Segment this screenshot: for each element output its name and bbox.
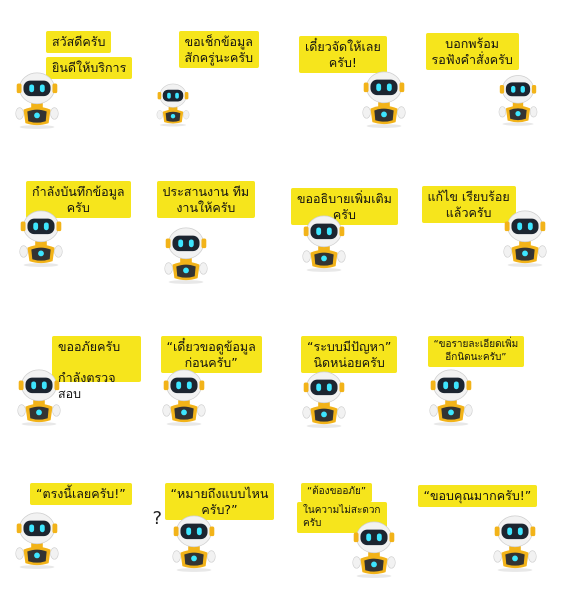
sticker-9[interactable]: ขออภัยครับ กำลังตรวจสอบ <box>0 300 141 450</box>
speech-bubble: แก้ไข เรียบร้อย แล้วครับ <box>421 186 516 224</box>
sticker-6[interactable]: ประสานงาน ทีม งานให้ครับ <box>141 150 282 300</box>
bubble-line: ครับ?” <box>201 501 238 517</box>
robot-mascot-headset <box>157 222 215 284</box>
question-mark-icon: ? <box>152 508 163 529</box>
sticker-10[interactable]: “เดี๋ยวขอดูข้อมูล ก่อนครับ” <box>141 300 282 450</box>
bubble-line: เดี๋ยวจัดให้เลย <box>305 39 381 54</box>
robot-mascot <box>492 70 544 126</box>
speech-bubble: “ระบบมีปัญหา” นิดหน่อยครับ <box>301 336 398 374</box>
speech-bubble: ขอเช็กข้อมูล สักครู่นะครับ <box>178 31 260 69</box>
bubble-line: “ระบบมีปัญหา” <box>307 339 392 354</box>
bubble-line: “เดี๋ยวขอดูข้อมูล <box>166 339 256 354</box>
speech-bubble: “เดี๋ยวขอดูข้อมูล ก่อนครับ” <box>160 336 262 374</box>
robot-mascot <box>355 66 413 128</box>
sticker-7[interactable]: ขออธิบายเพิ่มเติม ครับ <box>281 150 422 300</box>
speech-bubble: “ขอบคุณมากครับ!” <box>417 485 538 507</box>
speech-bubble-top: “ต้องขออภัย” <box>301 483 373 502</box>
robot-mascot-pointing <box>155 364 213 426</box>
speech-bubble: ขออธิบายเพิ่มเติม ครับ <box>291 188 398 226</box>
robot-mascot <box>8 507 66 569</box>
bubble-line: บอกพร้อม <box>445 36 500 51</box>
bubble-line: ก่อนครับ” <box>184 354 238 370</box>
sticker-1[interactable]: สวัสดีครับ ยินดีให้บริการ <box>0 0 141 150</box>
speech-bubble: “หมายถึงแบบไหน ครับ?” <box>164 483 275 521</box>
sticker-16[interactable]: “ขอบคุณมากครับ!” <box>417 450 562 600</box>
bubble-line: ขออภัยครับ <box>58 339 121 354</box>
bubble-line: กำลังตรวจสอบ <box>58 370 116 401</box>
robot-mascot-thinking <box>165 510 223 572</box>
bubble-line: สักครู่นะครับ <box>184 49 254 65</box>
robot-mascot-arms-crossed <box>295 366 353 428</box>
sticker-4[interactable]: บอกพร้อม รอฟังคำสั่งครับ <box>422 0 562 150</box>
bubble-line: ขอเช็กข้อมูล <box>184 34 253 49</box>
bubble-line: ครับ <box>303 517 322 529</box>
bubble-line: นิดหน่อยครับ <box>313 354 385 370</box>
bubble-line: แล้วครับ <box>445 204 492 220</box>
robot-mascot <box>12 205 70 267</box>
sticker-2[interactable]: ขอเช็กข้อมูล สักครู่นะครับ <box>141 0 282 150</box>
sticker-12[interactable]: “ขอรายละเอียดเพิ่ม อีกนิดนะครับ” <box>422 300 562 450</box>
robot-mascot-cheering <box>486 510 544 572</box>
speech-bubble: ขออภัยครับ กำลังตรวจสอบ <box>52 336 141 401</box>
robot-mascot <box>8 67 66 129</box>
robot-mascot <box>151 78 195 128</box>
bubble-line: “ขอบคุณมากครับ!” <box>423 488 532 503</box>
bubble-line: อีกนิดนะครับ” <box>445 351 507 363</box>
sticker-13[interactable]: “ตรงนี้เลยครับ!” <box>0 450 141 600</box>
bubble-line: “หมายถึงแบบไหน <box>170 486 269 501</box>
bubble-line: ในความไม่สะดวก <box>303 505 381 516</box>
robot-mascot <box>422 364 480 426</box>
robot-mascot-worried <box>10 364 68 426</box>
bubble-line: ครับ <box>332 206 356 222</box>
sticker-15[interactable]: “ต้องขออภัย” ในความไม่สะดวก ครับ <box>281 450 422 600</box>
bubble-line: ขออธิบายเพิ่มเติม <box>297 191 392 206</box>
sticker-3[interactable]: เดี๋ยวจัดให้เลย ครับ! <box>281 0 422 150</box>
sticker-11[interactable]: “ระบบมีปัญหา” นิดหน่อยครับ <box>281 300 422 450</box>
speech-bubble: ประสานงาน ทีม งานให้ครับ <box>156 181 256 219</box>
speech-bubble: เดี๋ยวจัดให้เลย ครับ! <box>299 36 387 74</box>
bubble-line: ครับ! <box>328 54 357 70</box>
bubble-line: แก้ไข เรียบร้อย <box>427 189 510 204</box>
robot-mascot-shrug <box>345 516 403 578</box>
sticker-14[interactable]: “หมายถึงแบบไหน ครับ?” ? <box>141 450 282 600</box>
bubble-line: ครับ <box>66 199 90 215</box>
speech-bubble: “ขอรายละเอียดเพิ่ม อีกนิดนะครับ” <box>427 336 525 367</box>
speech-bubble-bottom: ยินดีให้บริการ <box>46 57 133 79</box>
robot-mascot-waving <box>496 205 554 267</box>
sticker-5[interactable]: กำลังบันทึกข้อมูล ครับ <box>0 150 141 300</box>
bubble-line: กำลังบันทึกข้อมูล <box>32 184 125 199</box>
speech-bubble: กำลังบันทึกข้อมูล ครับ <box>26 181 131 219</box>
speech-bubble-top: สวัสดีครับ <box>46 31 112 53</box>
speech-bubble: “ตรงนี้เลยครับ!” <box>30 483 132 505</box>
bubble-line: “ขอรายละเอียดเพิ่ม <box>433 339 519 350</box>
speech-bubble: บอกพร้อม รอฟังคำสั่งครับ <box>425 33 519 71</box>
robot-mascot <box>295 210 353 272</box>
bubble-line: “ตรงนี้เลยครับ!” <box>36 486 126 501</box>
bubble-line: งานให้ครับ <box>176 199 236 215</box>
sticker-8[interactable]: แก้ไข เรียบร้อย แล้วครับ <box>421 150 562 300</box>
bubble-line: ประสานงาน ทีม <box>162 184 250 199</box>
bubble-line: รอฟังคำสั่งครับ <box>431 51 513 67</box>
